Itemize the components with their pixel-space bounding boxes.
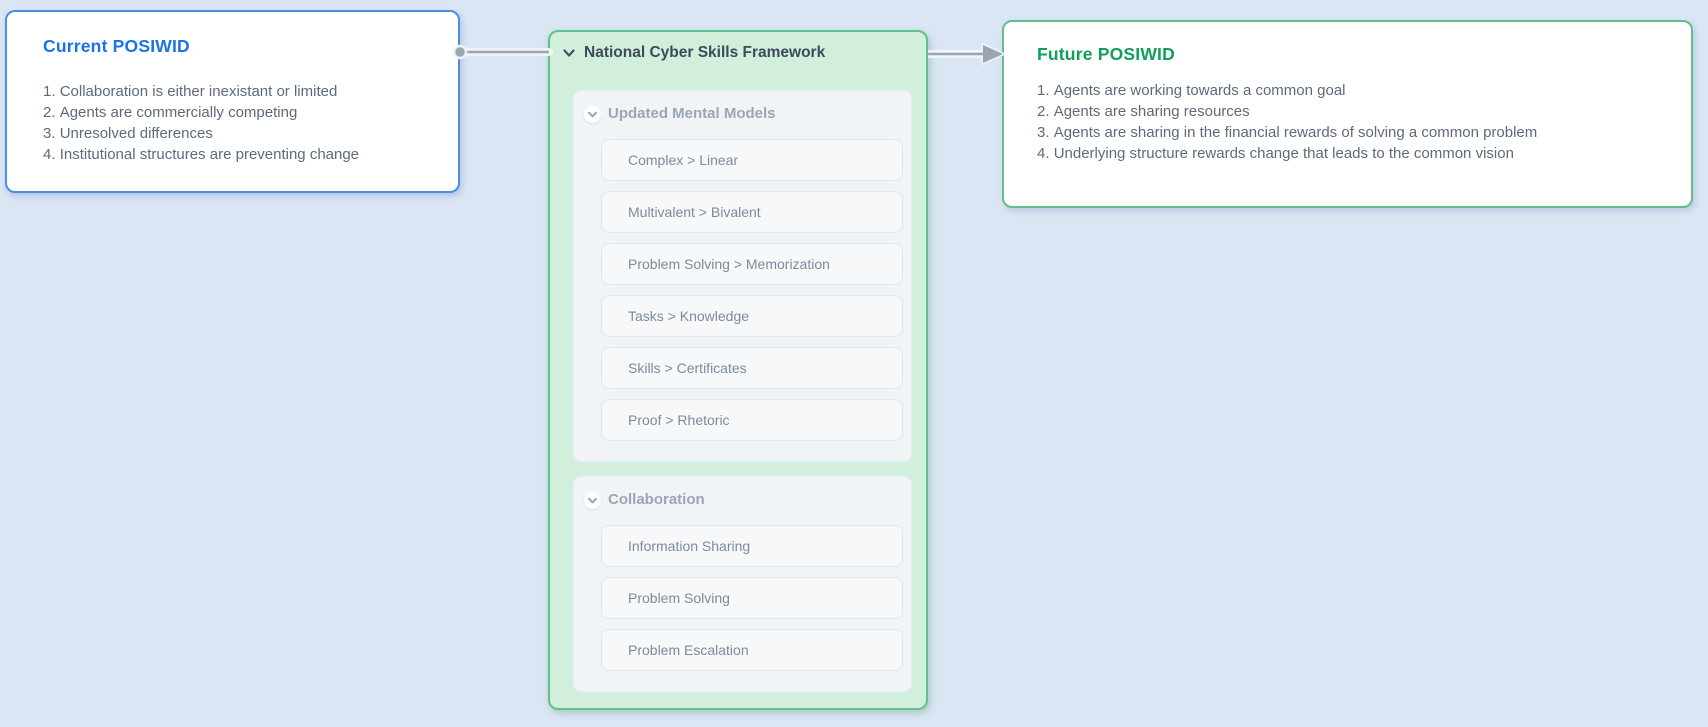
framework-node[interactable]: Information Sharing <box>601 525 903 567</box>
framework-node[interactable]: Problem Escalation <box>601 629 903 671</box>
future-posiwid-list: Agents are working towards a common goal… <box>1037 80 1671 164</box>
future-posiwid-title: Future POSIWID <box>1037 44 1175 64</box>
connector-framework-to-future <box>928 42 1007 66</box>
section-header[interactable]: Collaboration <box>582 489 903 511</box>
section-header[interactable]: Updated Mental Models <box>582 103 903 125</box>
framework-title: National Cyber Skills Framework <box>584 44 826 61</box>
list-item: Unresolved differences <box>43 123 438 144</box>
section-title: Updated Mental Models <box>608 105 776 122</box>
current-posiwid-card[interactable]: Current POSIWID Collaboration is either … <box>5 10 460 193</box>
framework-node[interactable]: Problem Solving <box>601 577 903 619</box>
current-posiwid-list: Collaboration is either inexistant or li… <box>43 81 438 165</box>
framework-node[interactable]: Complex > Linear <box>601 139 903 181</box>
framework-card[interactable]: National Cyber Skills Framework Updated … <box>548 30 928 710</box>
connector-current-to-framework <box>452 44 553 60</box>
chevron-down-icon[interactable] <box>584 491 601 509</box>
framework-node[interactable]: Multivalent > Bivalent <box>601 191 903 233</box>
section-title: Collaboration <box>608 491 705 508</box>
section-updated-mental-models: Updated Mental Models Complex > Linear M… <box>573 90 912 462</box>
section-collaboration: Collaboration Information Sharing Proble… <box>573 476 912 692</box>
framework-header[interactable]: National Cyber Skills Framework <box>560 32 912 90</box>
current-posiwid-title: Current POSIWID <box>43 36 190 56</box>
future-posiwid-card[interactable]: Future POSIWID Agents are working toward… <box>1002 20 1693 208</box>
list-item: Collaboration is either inexistant or li… <box>43 81 438 102</box>
chevron-down-icon[interactable] <box>584 105 601 123</box>
framework-node[interactable]: Proof > Rhetoric <box>601 399 903 441</box>
list-item: Agents are working towards a common goal <box>1037 80 1671 101</box>
connector-arrowhead <box>981 42 1007 66</box>
framework-node[interactable]: Problem Solving > Memorization <box>601 243 903 285</box>
chevron-down-icon[interactable] <box>562 46 576 60</box>
list-item: Agents are sharing in the financial rewa… <box>1037 122 1671 143</box>
list-item: Agents are sharing resources <box>1037 101 1671 122</box>
framework-node[interactable]: Skills > Certificates <box>601 347 903 389</box>
list-item: Underlying structure rewards change that… <box>1037 143 1671 164</box>
list-item: Agents are commercially competing <box>43 102 438 123</box>
framework-node[interactable]: Tasks > Knowledge <box>601 295 903 337</box>
list-item: Institutional structures are preventing … <box>43 144 438 165</box>
